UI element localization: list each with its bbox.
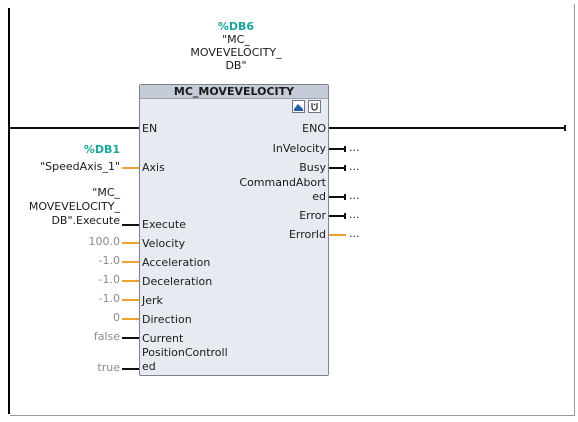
velocity-value[interactable]: 100.0 — [88, 235, 121, 248]
pin-en: EN — [142, 122, 158, 135]
network-bottom-border — [10, 415, 575, 416]
error-id-placeholder[interactable]: ... — [349, 227, 360, 240]
pin-velocity: Velocity — [142, 237, 186, 250]
pin-jerk: Jerk — [142, 294, 163, 307]
error-placeholder[interactable]: ... — [349, 208, 360, 221]
velocity-wire — [122, 242, 139, 244]
pin-position-controlled-line-1: PositionControll — [142, 346, 228, 359]
pin-command-aborted-line-1: CommandAbort — [239, 176, 326, 189]
busy-wire-end — [344, 165, 346, 171]
pin-error-id: ErrorId — [288, 228, 326, 241]
busy-wire — [329, 167, 346, 169]
pin-direction: Direction — [142, 313, 192, 326]
pin-execute: Execute — [142, 218, 186, 231]
block-toolbar-icon[interactable] — [292, 100, 305, 113]
execute-parameter-line-1[interactable]: "MC_ — [92, 186, 120, 199]
current-value[interactable]: false — [93, 330, 120, 343]
instance-db-name-line-3: DB" — [225, 59, 247, 72]
busy-placeholder[interactable]: ... — [349, 160, 360, 173]
instance-db-name-line-1: "MC_ — [222, 33, 250, 46]
execute-parameter-line-2[interactable]: MOVEVELOCITY_ — [28, 200, 120, 213]
execute-wire — [122, 224, 139, 226]
jerk-value[interactable]: -1.0 — [98, 292, 120, 305]
jerk-wire — [122, 299, 139, 301]
pin-command-aborted-line-2: ed — [312, 190, 326, 203]
pin-current: Current — [142, 332, 184, 345]
position-controlled-value[interactable]: true — [97, 361, 120, 374]
pin-eno: ENO — [302, 122, 326, 135]
pin-axis: Axis — [142, 161, 165, 174]
direction-wire — [122, 318, 139, 320]
error-wire-end — [344, 213, 346, 219]
eno-power-wire — [329, 127, 566, 129]
instance-db-tag: %DB6 — [217, 20, 255, 33]
eno-wire-end — [564, 125, 566, 131]
acceleration-wire — [122, 261, 139, 263]
power-rail-left — [8, 8, 10, 414]
command-aborted-wire-end — [344, 194, 346, 200]
axis-db-tag: %DB1 — [83, 143, 120, 156]
en-power-wire — [10, 127, 139, 129]
instance-db-name-line-2: MOVEVELOCITY_ — [190, 46, 282, 59]
block-title: MC_MOVEVELOCITY — [140, 85, 328, 99]
network-right-border — [574, 4, 575, 416]
pin-busy: Busy — [299, 161, 326, 174]
error-wire — [329, 215, 346, 217]
in-velocity-wire-end — [344, 146, 346, 152]
acceleration-value[interactable]: -1.0 — [98, 254, 120, 267]
pin-error: Error — [299, 209, 326, 222]
deceleration-value[interactable]: -1.0 — [98, 273, 120, 286]
in-velocity-wire — [329, 148, 346, 150]
in-velocity-placeholder[interactable]: ... — [349, 141, 360, 154]
mc-movevelocity-block[interactable]: MC_MOVEVELOCITY EN Axis Execute Velocity… — [139, 84, 329, 376]
pin-position-controlled-line-2: ed — [142, 360, 156, 373]
command-aborted-placeholder[interactable]: ... — [349, 189, 360, 202]
position-controlled-wire — [122, 368, 139, 370]
execute-parameter-line-3[interactable]: DB".Execute — [51, 214, 120, 227]
block-info-icon[interactable] — [308, 100, 321, 113]
pin-acceleration: Acceleration — [142, 256, 211, 269]
axis-wire — [122, 167, 139, 169]
pin-deceleration: Deceleration — [142, 275, 213, 288]
direction-value[interactable]: 0 — [113, 311, 120, 324]
current-wire — [122, 337, 139, 339]
command-aborted-wire — [329, 196, 346, 198]
pin-in-velocity: InVelocity — [272, 142, 326, 155]
error-id-wire — [329, 234, 346, 236]
instance-db-label[interactable]: %DB6 "MC_ MOVEVELOCITY_ DB" — [177, 20, 295, 72]
deceleration-wire — [122, 280, 139, 282]
axis-parameter-value[interactable]: "SpeedAxis_1" — [40, 160, 120, 173]
